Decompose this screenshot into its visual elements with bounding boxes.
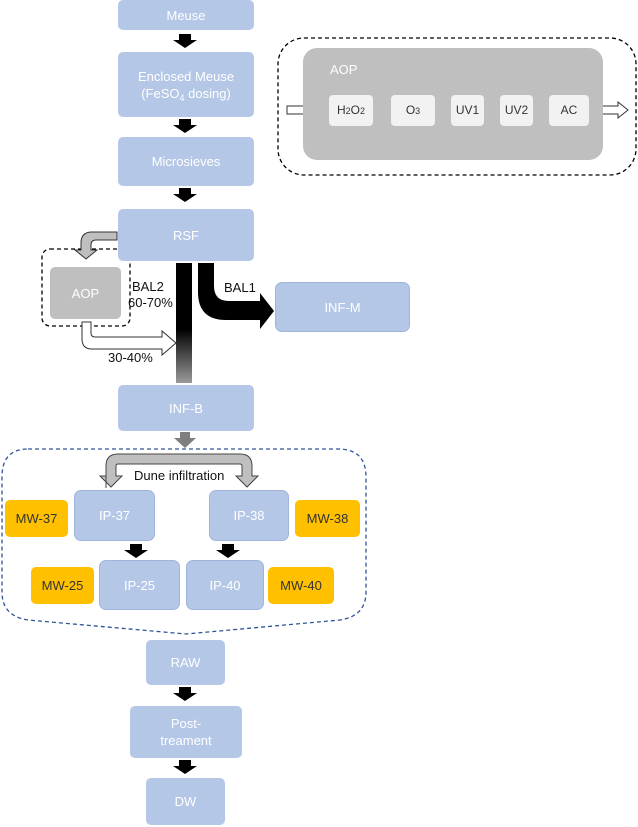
enclosed-meuse-line2: (FeSO4 dosing) bbox=[141, 85, 231, 103]
flow-arrows bbox=[124, 34, 240, 774]
node-ip-25: IP-25 bbox=[99, 560, 180, 610]
node-inf-m: INF-M bbox=[275, 282, 410, 332]
aop-detail-title: AOP bbox=[330, 62, 358, 77]
aop-to-bal2-arrow bbox=[81, 321, 177, 357]
node-mw-37: MW-37 bbox=[5, 500, 68, 537]
label-bal2-percent: 60-70% bbox=[128, 295, 173, 310]
node-rsf: RSF bbox=[118, 209, 254, 261]
post-treatment-line2: treament bbox=[160, 733, 212, 748]
node-meuse: Meuse bbox=[118, 0, 254, 30]
node-ip-40: IP-40 bbox=[186, 560, 264, 610]
bal2-stream bbox=[176, 263, 192, 383]
node-inf-b: INF-B bbox=[118, 385, 254, 431]
arrow-raw-post bbox=[173, 687, 197, 701]
node-raw: RAW bbox=[146, 640, 225, 685]
aop-step-ac: AC bbox=[549, 95, 589, 126]
rsf-to-aop-arrow bbox=[73, 231, 118, 260]
node-mw-38: MW-38 bbox=[295, 500, 360, 537]
node-ip-38: IP-38 bbox=[209, 490, 289, 541]
node-ip-37: IP-37 bbox=[74, 490, 155, 541]
label-dune-infiltration: Dune infiltration bbox=[134, 468, 225, 483]
arrow-microsieves-rsf bbox=[173, 188, 197, 202]
aop-step-uv2: UV2 bbox=[500, 95, 533, 126]
arrow-ip37-ip25 bbox=[124, 544, 148, 558]
arrow-post-dw bbox=[173, 760, 197, 774]
label-bal1: BAL1 bbox=[224, 280, 256, 295]
node-mw-25: MW-25 bbox=[31, 567, 94, 604]
dune-infiltration-border bbox=[1, 448, 367, 635]
arrow-meuse-enclosed bbox=[173, 34, 197, 48]
aop-detail-dashed-border bbox=[277, 37, 637, 176]
node-aop-small: AOP bbox=[50, 267, 121, 319]
bal1-stream bbox=[198, 263, 274, 329]
post-treatment-line1: Post- bbox=[170, 716, 202, 731]
arrow-ip38-ip40 bbox=[216, 544, 240, 558]
node-microsieves: Microsieves bbox=[118, 137, 254, 186]
arrow-enclosed-microsieves bbox=[173, 119, 197, 133]
label-bal2: BAL2 bbox=[132, 279, 164, 294]
node-post-treatment: Post- treament bbox=[130, 706, 242, 758]
dune-split-arrow bbox=[98, 453, 260, 488]
node-dw: DW bbox=[146, 778, 225, 825]
infb-to-dune-arrow bbox=[174, 432, 196, 448]
node-mw-40: MW-40 bbox=[268, 567, 334, 604]
aop-step-uv1: UV1 bbox=[451, 95, 484, 126]
enclosed-meuse-line1: Enclosed Meuse bbox=[137, 68, 235, 84]
node-enclosed-meuse: Enclosed Meuse (FeSO4 dosing) bbox=[118, 52, 254, 117]
label-aop-percent: 30-40% bbox=[108, 350, 153, 365]
